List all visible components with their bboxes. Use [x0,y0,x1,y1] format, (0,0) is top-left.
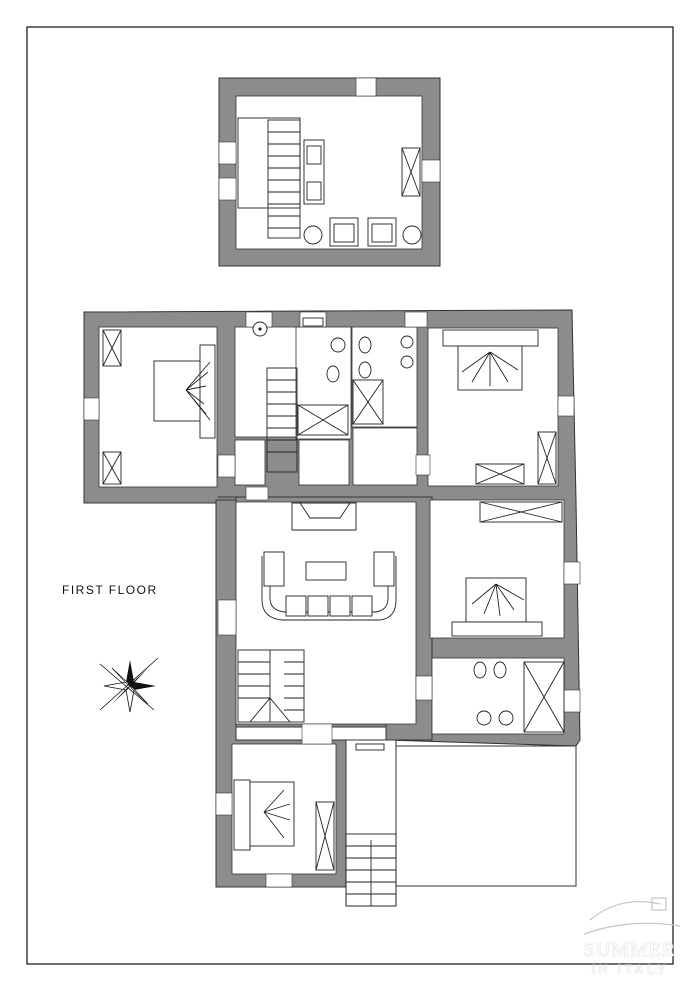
inner-stair [266,367,298,473]
bed-bottom-left [233,779,295,851]
main-floor [83,309,581,907]
compass-rose-icon [99,657,159,713]
wardrobe-bottom-left [315,801,335,871]
main-stair [237,649,305,723]
tower-sofa [303,139,325,205]
living-sofa-set [261,551,397,621]
bathroom-fixtures-lower [473,661,565,733]
floor-title: FIRST FLOOR [62,583,158,597]
bathroom-fixtures-top [252,317,414,436]
watermark-logo-graphic [583,897,681,935]
tower-stair [237,117,301,239]
tower-wardrobe [401,147,421,197]
fireplace [291,502,357,531]
watermark-text: SUMMER IN ITALY [570,939,690,976]
watermark-line2: IN ITALY [591,961,669,976]
bed-mid-right [451,577,543,637]
sheet-border [26,26,674,965]
wardrobe-top-left [102,329,122,485]
tower-room [218,77,441,267]
bed-top-right [442,329,539,391]
tower-armchairs [303,217,422,247]
terrace [395,745,577,887]
entry-stair [345,743,397,907]
bed-top-left [153,344,216,439]
wardrobe-top-right [475,431,557,485]
wardrobe-mid-right [479,501,563,523]
watermark-line1: SUMMER [583,939,677,961]
